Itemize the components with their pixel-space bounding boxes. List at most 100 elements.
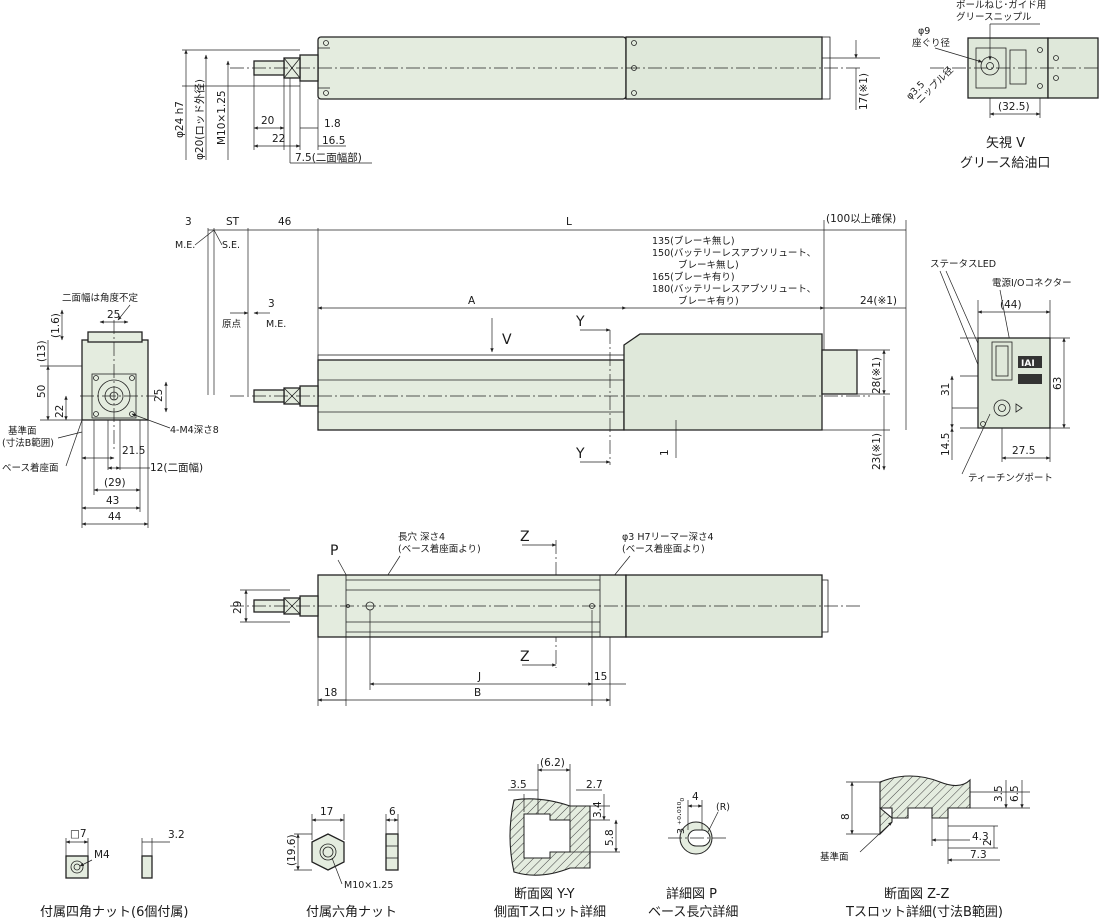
p-R: (R) bbox=[716, 802, 730, 813]
v-dim-32-5: (32.5) bbox=[998, 101, 1030, 113]
zz-dim-4-3: 4.3 bbox=[972, 831, 989, 843]
bv-slot-note2: (ベース着座面より) bbox=[398, 543, 481, 555]
zz-dim-7-3: 7.3 bbox=[970, 849, 987, 861]
sq-m4: M4 bbox=[94, 849, 110, 861]
front-tap: 4-M4深さ8 bbox=[170, 425, 219, 436]
front-base-face: ベース着座面 bbox=[2, 462, 59, 474]
side-dim-100: (100以上確保) bbox=[826, 212, 896, 225]
front-dim-21-5: 21.5 bbox=[122, 445, 145, 457]
section-zz: 8 3.5 6.5 4.3 2 7.3 基準面 断面図 Z-Z Tスロット詳細(… bbox=[820, 775, 1030, 920]
side-se: S.E. bbox=[222, 240, 240, 251]
dim-flat-width: 7.5(二面幅部) bbox=[295, 151, 362, 164]
side-V: V bbox=[502, 332, 512, 348]
rv-dim-27-5: 27.5 bbox=[1012, 445, 1035, 457]
dim-thread: M10×1.25 bbox=[216, 90, 228, 145]
right-view: ステータスLED 電源I/Oコネクター (44) IAI 63 31 14.5 bbox=[930, 259, 1072, 484]
v-grease-label-1: ボールねじ･ガイド用 bbox=[956, 0, 1046, 11]
rv-dim-63: 63 bbox=[1052, 377, 1064, 390]
dim-22: 22 bbox=[272, 133, 285, 145]
side-dim-28: 28(※1) bbox=[871, 357, 883, 394]
brake-note-3: ブレーキ無し) bbox=[678, 259, 739, 271]
front-dim-43: 43 bbox=[106, 495, 119, 507]
rv-dim-44: (44) bbox=[1000, 299, 1022, 311]
bv-dim-15: 15 bbox=[594, 671, 607, 683]
yy-caption-2: 側面Tスロット詳細 bbox=[494, 904, 606, 920]
bv-dim-J: J bbox=[477, 671, 481, 683]
front-dim-13: (13) bbox=[36, 340, 48, 362]
rv-logo: IAI bbox=[1021, 359, 1035, 369]
side-Y-bottom: Y bbox=[575, 446, 585, 462]
front-view: 二面幅は角度不定 25 (1.6) (13) 50 22 25 4-M4深さ8 … bbox=[2, 292, 219, 528]
p-dim-4: 4 bbox=[692, 791, 699, 803]
p-tol: 3 ⁺⁰·⁰¹⁰₀ bbox=[676, 798, 687, 834]
yy-dim-3-4: 3.4 bbox=[592, 801, 604, 818]
view-v: ボールねじ･ガイド用 グリースニップル φ9 座ぐり径 φ3.5 ニップル径 (… bbox=[904, 0, 1100, 171]
side-dim-24: 24(※1) bbox=[860, 295, 897, 307]
bv-dim-18: 18 bbox=[324, 687, 337, 699]
v-subtitle: グリース給油口 bbox=[960, 156, 1050, 171]
side-origin: 原点 bbox=[222, 319, 242, 330]
top-view: φ24 h7 φ20(ロッド外径) M10×1.25 20 22 1.8 16.… bbox=[174, 36, 880, 164]
yy-dim-3-5: 3.5 bbox=[510, 779, 527, 791]
front-note: 二面幅は角度不定 bbox=[62, 292, 139, 304]
front-dim-44: 44 bbox=[108, 511, 122, 523]
side-dim-st: ST bbox=[226, 216, 240, 228]
bv-pin-note: φ3 H7リーマー深さ4 bbox=[622, 532, 714, 543]
square-nut-detail: □7 M4 3.2 付属四角ナット(6個付属) bbox=[40, 828, 188, 920]
v-grease-label-2: グリースニップル bbox=[956, 11, 1032, 23]
front-dim-22: 22 bbox=[54, 405, 66, 418]
side-me2: M.E. bbox=[266, 319, 286, 330]
side-me: M.E. bbox=[175, 240, 195, 251]
rv-dim-14-5: 14.5 bbox=[940, 433, 952, 456]
rv-status-led: ステータスLED bbox=[930, 259, 996, 270]
rv-power-io: 電源I/Oコネクター bbox=[992, 278, 1072, 289]
front-dim-25: 25 bbox=[107, 309, 120, 321]
front-dim-1-6: (1.6) bbox=[50, 313, 62, 338]
brake-note-1: 135(ブレーキ無し) bbox=[652, 235, 735, 247]
brake-note-2: 150(バッテリーレスアブソリュート、 bbox=[652, 247, 816, 259]
front-range-b: (寸法B範囲) bbox=[2, 437, 54, 449]
zz-dim-6-5: 6.5 bbox=[1009, 785, 1021, 802]
zz-caption-1: 断面図 Z-Z bbox=[884, 887, 950, 902]
zz-ref: 基準面 bbox=[820, 851, 849, 863]
dim-17: 17(※1) bbox=[858, 73, 870, 110]
side-dim-1: 1 bbox=[659, 449, 671, 456]
rv-dim-31: 31 bbox=[940, 383, 952, 396]
front-dim-12: 12(二面幅) bbox=[150, 461, 203, 474]
hex-dim-17: 17 bbox=[320, 806, 333, 818]
section-yy: (6.2) 3.5 2.7 3.4 5.8 断面図 Y-Y 側面Tスロット詳細 bbox=[494, 757, 620, 920]
side-dim-L: L bbox=[566, 216, 572, 228]
v-phi9: φ9 bbox=[918, 26, 930, 37]
dim-rod-outer: φ20(ロッド外径) bbox=[193, 79, 206, 160]
bv-P: P bbox=[330, 543, 338, 559]
side-view: 3 ST 46 L (100以上確保) M.E. S.E. 原点 3 M.E. … bbox=[175, 212, 907, 471]
zz-dim-2: 2 bbox=[982, 839, 994, 846]
side-dim-23: 23(※1) bbox=[871, 433, 883, 470]
v-counterbore: 座ぐり径 bbox=[912, 37, 951, 49]
brake-note-6: ブレーキ有り) bbox=[678, 295, 739, 307]
hex-dim-19-6: (19.6) bbox=[286, 834, 298, 866]
sq-dim-3-2: 3.2 bbox=[168, 829, 185, 841]
hex-thread: M10×1.25 bbox=[344, 880, 393, 891]
side-dim-A: A bbox=[468, 295, 476, 307]
side-dim-46: 46 bbox=[278, 216, 292, 228]
bv-Z-top: Z bbox=[520, 529, 530, 545]
yy-caption-1: 断面図 Y-Y bbox=[514, 887, 575, 902]
sq-caption: 付属四角ナット(6個付属) bbox=[40, 905, 188, 920]
dim-20: 20 bbox=[261, 115, 274, 127]
front-ref-face: 基準面 bbox=[8, 425, 37, 437]
rv-teaching: ティーチングポート bbox=[968, 472, 1053, 484]
sq-dim-7: □7 bbox=[70, 828, 87, 840]
detail-p: 4 (R) 3 ⁺⁰·⁰¹⁰₀ 詳細図 P ベース長穴詳細 bbox=[648, 791, 738, 920]
p-caption-2: ベース長穴詳細 bbox=[648, 904, 738, 920]
zz-caption-2: Tスロット詳細(寸法B範囲) bbox=[845, 904, 1003, 920]
hex-dim-6: 6 bbox=[389, 806, 396, 818]
hex-caption: 付属六角ナット bbox=[306, 905, 397, 920]
brake-note-5: 180(バッテリーレスアブソリュート、 bbox=[652, 283, 816, 295]
front-dim-29: (29) bbox=[104, 477, 126, 489]
bv-pin-note2: (ベース着座面より) bbox=[622, 543, 705, 555]
yy-dim-2-7: 2.7 bbox=[586, 779, 603, 791]
zz-dim-3-5: 3.5 bbox=[993, 785, 1005, 802]
bv-dim-B: B bbox=[474, 687, 481, 699]
